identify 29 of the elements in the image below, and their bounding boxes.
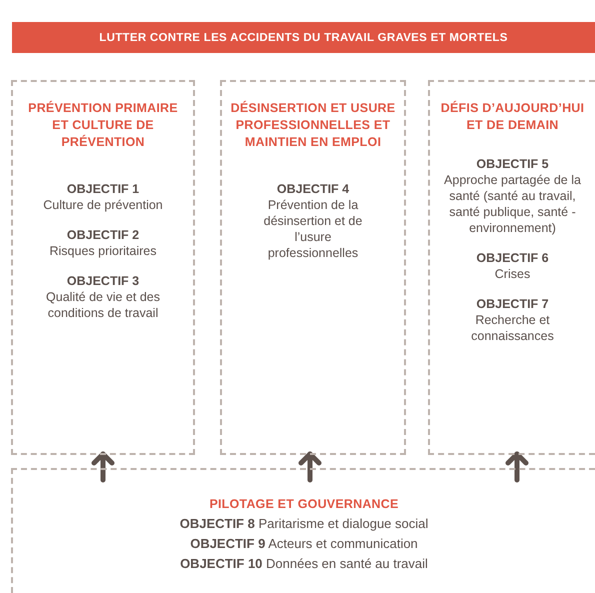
objective-label: OBJECTIF 6 [475, 250, 550, 266]
objective-line: OBJECTIF 9 Acteurs et communication [189, 535, 419, 553]
section-heading: DÉFIS D’AUJOURD’HUI ET DE DEMAIN [440, 100, 586, 134]
dashed-panel [428, 80, 595, 455]
objective-label: OBJECTIF 7 [475, 296, 550, 312]
objective-line: OBJECTIF 8 Paritarisme et dialogue social [178, 515, 430, 533]
section-heading: DÉSINSERTION ET USURE PROFESSIONNELLES ET MAINTIEN EN EMPLOI [230, 100, 396, 151]
objective-label: OBJECTIF 5 [475, 156, 550, 172]
objective-label: OBJECTIF 3 [66, 273, 140, 289]
objective-label: OBJECTIF 4 [276, 181, 350, 197]
dashed-panel [11, 468, 595, 593]
arrow [298, 452, 322, 482]
objective-text: Approche partagée de la santé (santé au travail, santé publique, santé - environnement) [443, 172, 582, 236]
objective-text: Recherche et connaissances [470, 312, 555, 344]
objective-text: Culture de prévention [43, 197, 163, 213]
dashed-panel [11, 80, 195, 455]
objective-text: Crises [494, 266, 532, 282]
arrow [506, 452, 528, 482]
section-heading: PILOTAGE ET GOUVERNANCE [208, 496, 400, 513]
objective-line: OBJECTIF 10 Données en santé au travail [179, 555, 429, 573]
objective-label: OBJECTIF 2 [66, 227, 140, 243]
objective-text: Prévention de la désinsertion et de l’usure professionnelles [262, 197, 364, 261]
objective-text: Risques prioritaires [48, 243, 158, 259]
section-heading: PRÉVENTION PRIMAIRE ET CULTURE DE PRÉVENTION [27, 100, 179, 151]
dashed-panel [220, 80, 406, 455]
arrow [92, 452, 114, 482]
title-banner: LUTTER CONTRE LES ACCIDENTS DU TRAVAIL GRAVES ET MORTELS [12, 22, 595, 53]
objective-label: OBJECTIF 1 [66, 181, 140, 197]
objective-text: Qualité de vie et des conditions de travail [45, 289, 161, 321]
